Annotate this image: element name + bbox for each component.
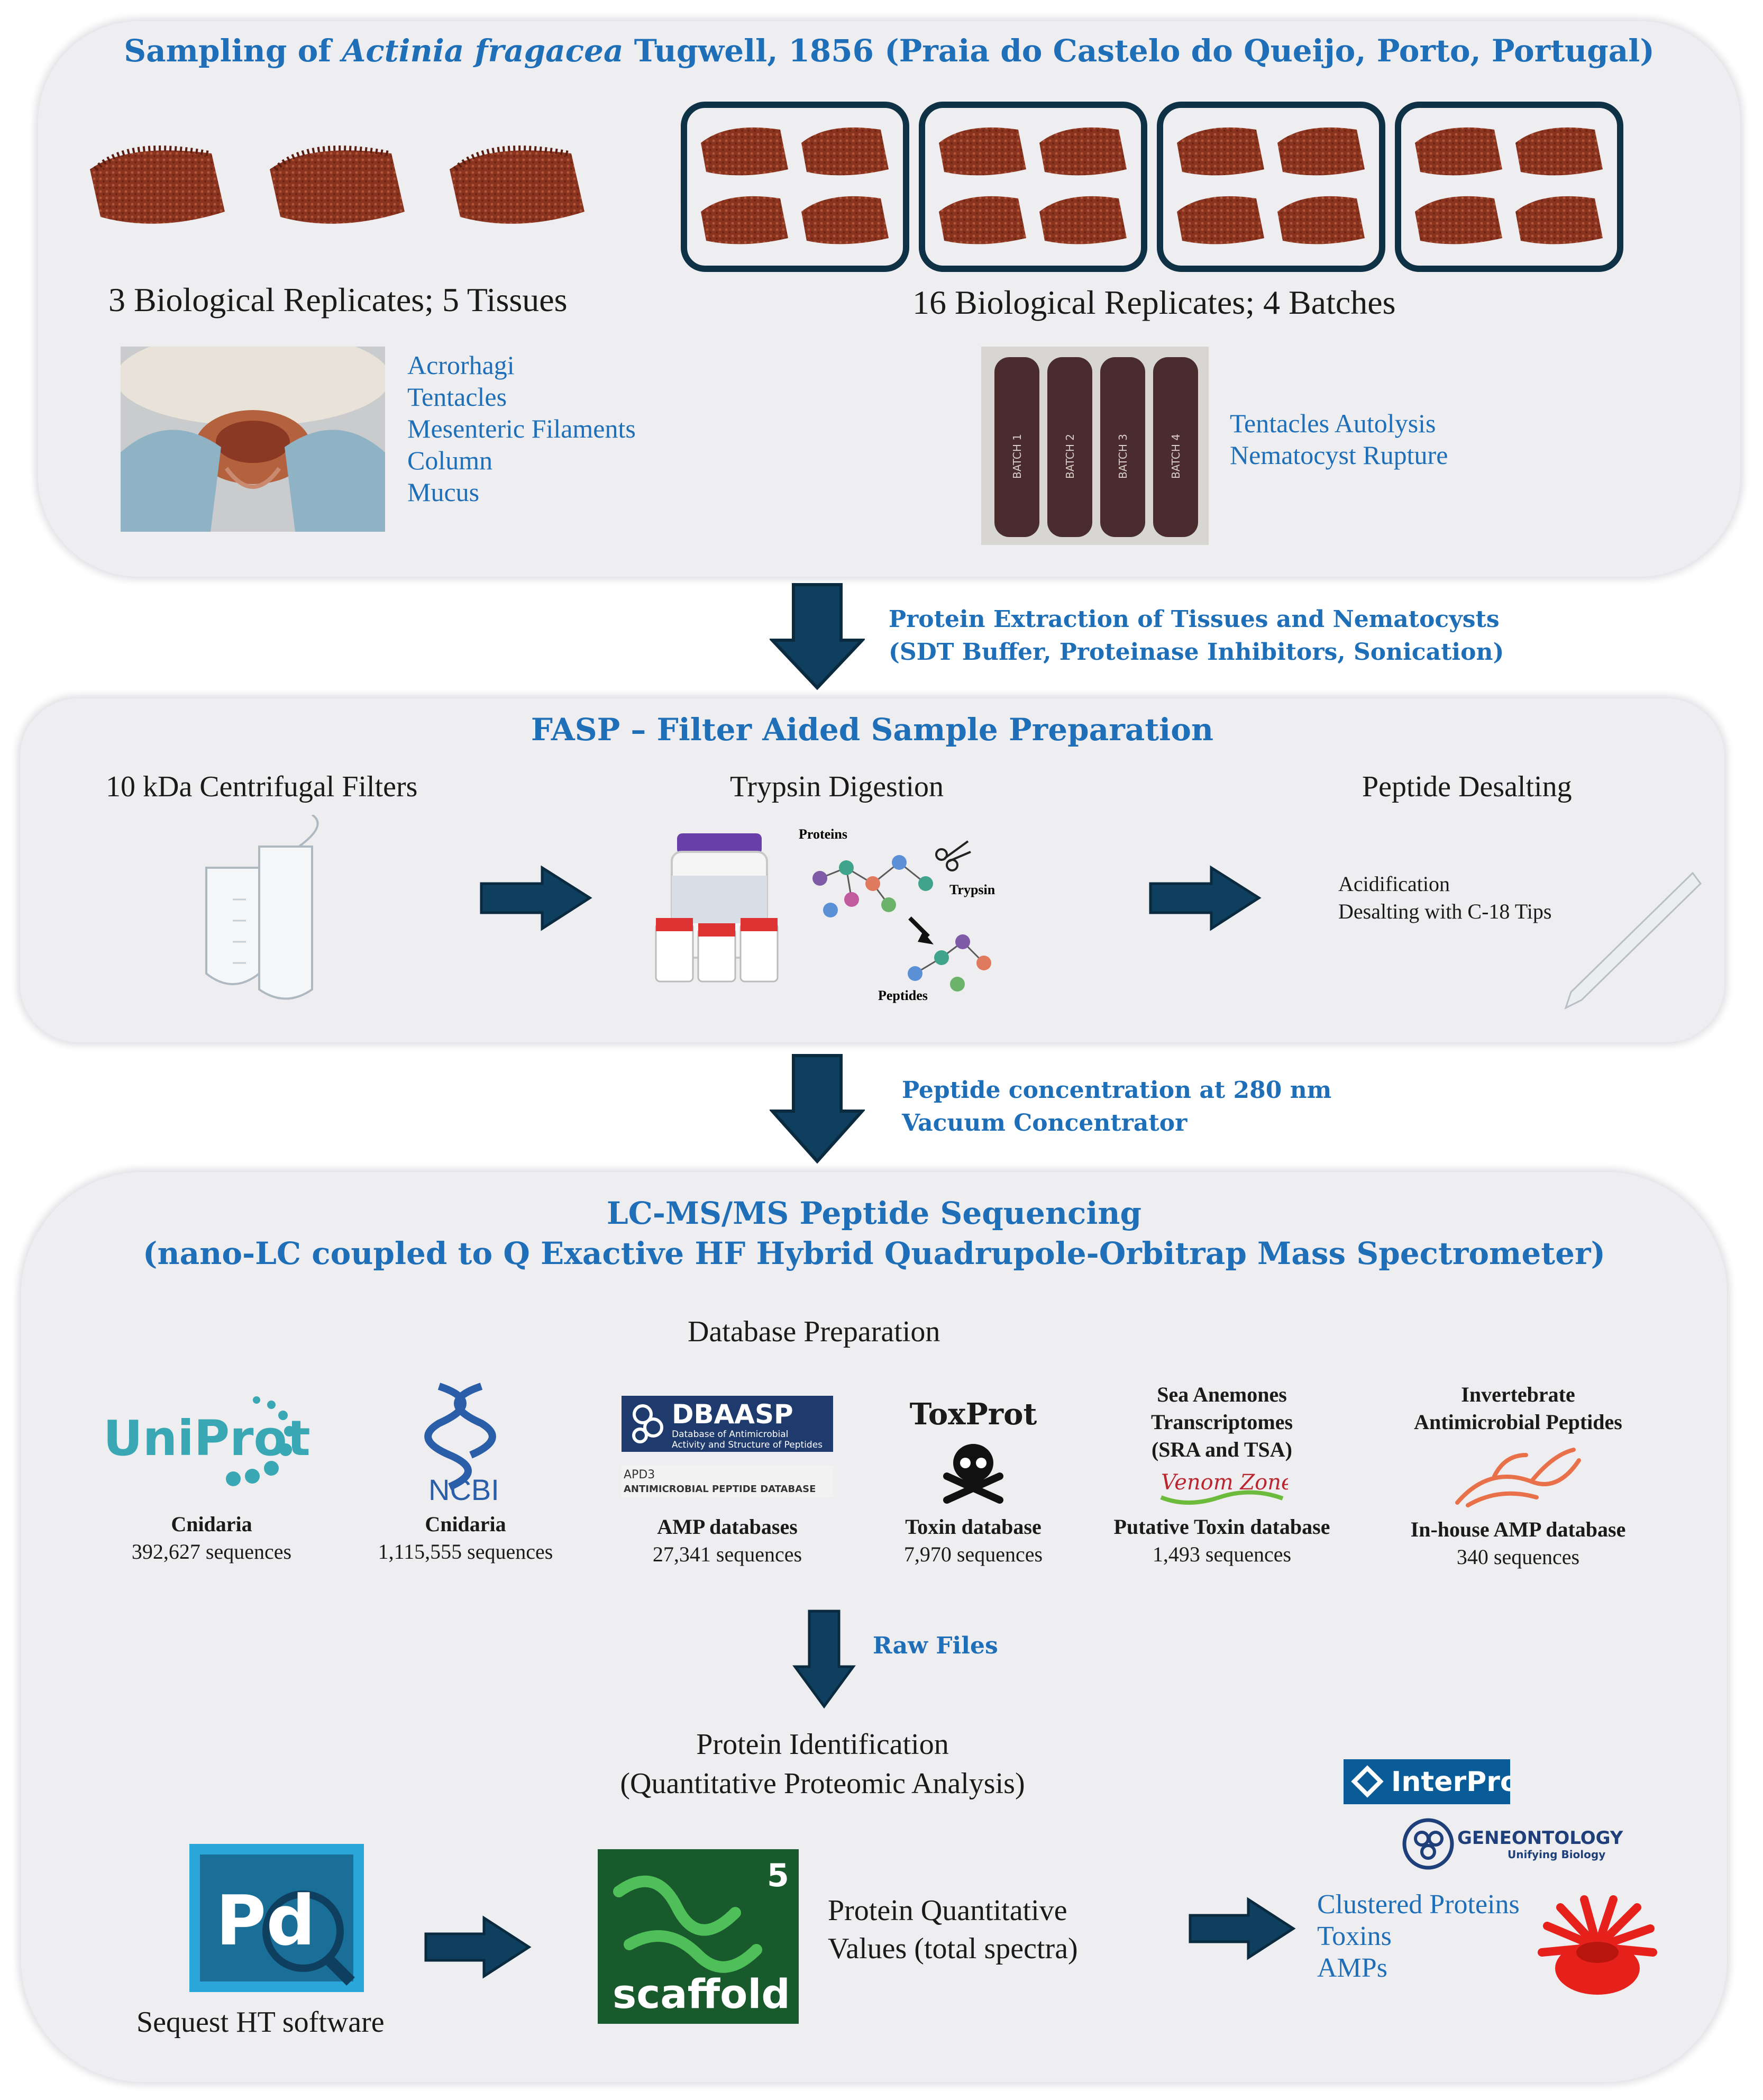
fasp-title: FASP – Filter Aided Sample Preparation [531,712,1214,748]
tissue-item: Column [407,446,493,475]
scaffold-logo: 5 scaffold [598,1849,799,2024]
svg-text:5: 5 [767,1857,789,1894]
ncbi-logo: NCBI [424,1383,499,1503]
trypsin-digestion-diagram: Proteins Trypsin Peptides [799,826,995,1003]
tube-label: BATCH 1 [1011,434,1024,479]
fasp-step-desalting: Peptide Desalting [1362,770,1572,803]
tissue-item: Mucus [407,477,480,507]
db-caption-toxprot: Toxin database 7,970 sequences [903,1515,1043,1566]
svg-text:APD3: APD3 [624,1468,655,1481]
left-replicates-label: 3 Biological Replicates; 5 Tissues [108,281,568,319]
svg-text:Database of Antimicrobial: Database of Antimicrobial [672,1429,788,1440]
db-caption-venomzone: Putative Toxin database 1,493 sequences [1113,1515,1330,1566]
uniprot-logo: UniProt [103,1396,310,1486]
right-replicates-label: 16 Biological Replicates; 4 Batches [912,284,1396,321]
fasp-step-trypsin: Trypsin Digestion [730,770,944,803]
database-preparation-label: Database Preparation [688,1315,940,1348]
protein-extraction-note: Protein Extraction of Tissues and Nemato… [889,606,1504,666]
nematocyst-steps: Tentacles Autolysis Nematocyst Rupture [1230,407,1448,471]
dbaasp-logo: DBAASP Database of Antimicrobial Activit… [622,1396,833,1452]
db-caption-inhouse: In-house AMP database 340 sequences [1410,1517,1626,1569]
svg-text:ANTIMICROBIAL PEPTIDE DATABASE: ANTIMICROBIAL PEPTIDE DATABASE [624,1484,816,1495]
output-item: AMPs [1317,1953,1387,1983]
specimen-3 [450,146,584,224]
tissue-item: Mesenteric Filaments [407,414,636,443]
down-arrow-icon [770,583,865,690]
trypsin-vials-image [655,833,779,983]
output-item: Clustered Proteins [1317,1889,1520,1920]
specimen-photos-left [90,146,584,224]
tissue-item: Tentacles [407,382,507,412]
skull-crossbones-icon [943,1444,1003,1504]
interpro-logo: InterPro [1344,1759,1510,1804]
batch-boxes [681,102,1623,272]
invertebrate-icon [1455,1448,1581,1507]
sea-anemone-image [1538,1895,1657,1995]
sampling-title: Sampling of Actinia fragacea Tugwell, 18… [124,33,1655,69]
geneontology-logo: GENEONTOLOGY Unifying Biology [1402,1818,1623,1870]
tissue-item: Acrorhagi [407,350,515,380]
raw-files-label: Raw Files [873,1632,998,1659]
svg-text:Unifying Biology: Unifying Biology [1508,1848,1605,1861]
peptides-label: Peptides [878,988,928,1003]
batch-tubes-photo: BATCH 1 BATCH 2 BATCH 3 BATCH 4 [981,347,1209,545]
c18-tip-image [1564,871,1702,1010]
invertebrate-amp-label: Invertebrate Antimicrobial Peptides [1414,1383,1622,1434]
sequest-label: Sequest HT software [136,2006,385,2039]
nematocyst-step: Tentacles Autolysis [1230,408,1436,438]
down-arrow-icon [792,1610,856,1709]
proteome-discoverer-logo: Pd [189,1844,364,1992]
svg-text:NCBI: NCBI [428,1473,499,1503]
desalting-steps: Acidification Desalting with C-18 Tips [1338,872,1552,923]
tissue-list: Acrorhagi Tentacles Mesenteric Filaments… [407,349,636,508]
svg-text:InterPro: InterPro [1391,1766,1510,1798]
protein-identification-label: Protein Identification (Quantitative Pro… [620,1728,1025,1800]
right-arrow-icon [480,865,592,931]
protein-quantitative-label: Protein Quantitative Values (total spect… [828,1894,1078,1965]
apd3-logo: APD3 ANTIMICROBIAL PEPTIDE DATABASE [622,1466,833,1497]
db-caption-uniprot: Cnidaria 392,627 sequences [131,1512,292,1563]
right-arrow-icon [1149,865,1262,931]
toxprot-logo: ToxProt [909,1397,1037,1432]
svg-text:Venom Zone: Venom Zone [1161,1470,1288,1495]
right-arrow-icon [1189,1897,1296,1960]
proteins-label: Proteins [799,826,847,842]
centrifugal-filter-image [205,815,319,1000]
sea-anemone-transcriptomes-label: Sea Anemones Transcriptomes (SRA and TSA… [1150,1383,1293,1461]
trypsin-label: Trypsin [949,882,995,897]
svg-text:UniProt: UniProt [103,1410,310,1467]
output-list: Clustered Proteins Toxins AMPs [1317,1889,1520,1984]
fasp-step-filters: 10 kDa Centrifugal Filters [106,770,418,803]
svg-text:scaffold: scaffold [613,1970,790,2017]
svg-text:GENEONTOLOGY: GENEONTOLOGY [1457,1828,1623,1849]
dissection-photo [121,347,385,532]
specimen-2 [270,146,405,224]
db-caption-ncbi: Cnidaria 1,115,555 sequences [378,1512,553,1563]
db-caption-amp: AMP databases 27,341 sequences [652,1515,802,1566]
tube-label: BATCH 2 [1064,434,1076,479]
tube-label: BATCH 3 [1117,434,1129,479]
svg-text:Activity and Structure of Pept: Activity and Structure of Peptides [672,1440,823,1450]
output-item: Toxins [1317,1921,1392,1951]
lcms-title: LC-MS/MS Peptide Sequencing (nano-LC cou… [143,1195,1605,1271]
svg-text:Pd: Pd [216,1880,315,1961]
svg-text:DBAASP: DBAASP [672,1399,793,1430]
peptide-concentration-note: Peptide concentration at 280 nm Vacuum C… [902,1077,1332,1137]
down-arrow-icon [770,1054,865,1164]
right-arrow-icon [424,1915,532,1979]
nematocyst-step: Nematocyst Rupture [1230,440,1448,470]
venomzone-logo: Venom Zone [1160,1470,1288,1505]
specimen-1 [90,146,225,224]
scissors-icon [935,840,971,871]
tube-label: BATCH 4 [1170,434,1182,479]
